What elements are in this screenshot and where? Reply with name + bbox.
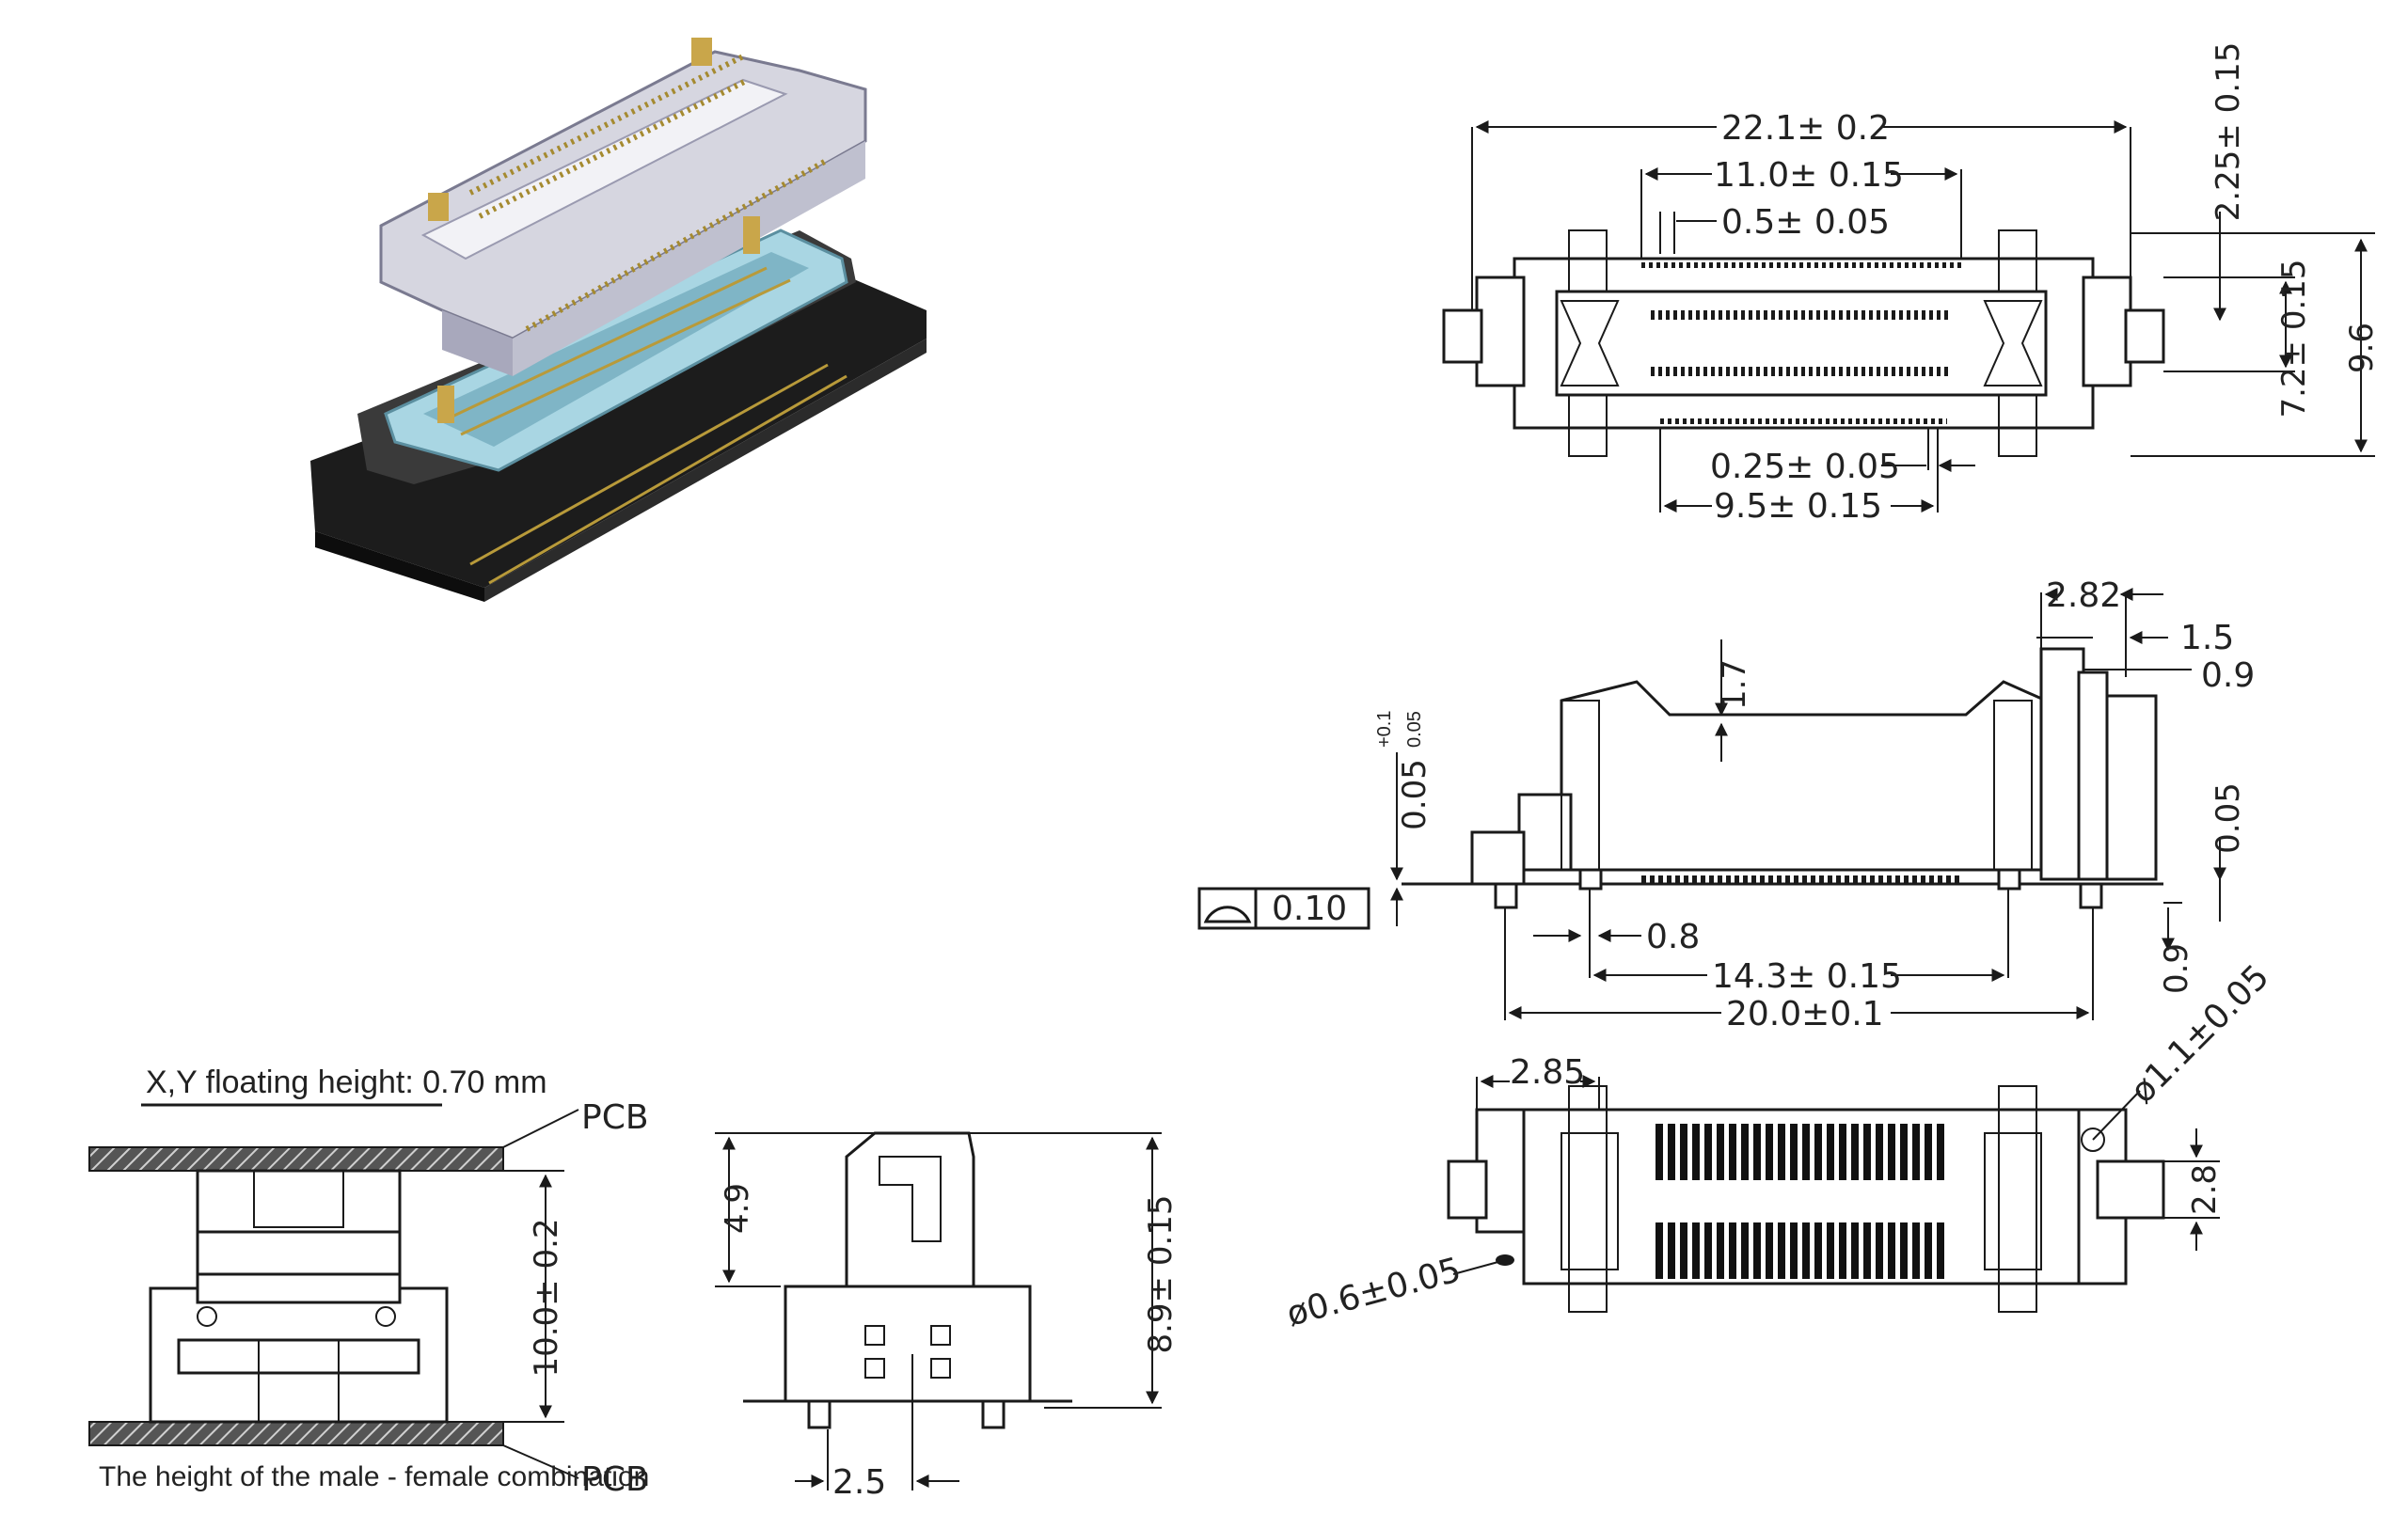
side-section-peg-right <box>981 1399 1006 1429</box>
dim-side-height: 8.9± 0.15 <box>1142 1194 1180 1353</box>
bottom-right-post <box>1998 1085 2037 1313</box>
stack-mating-zone <box>196 1272 402 1304</box>
label-pcb-bottom: PCB <box>581 1460 649 1499</box>
female-holddown-left <box>437 386 454 423</box>
stack-male-upper <box>196 1169 402 1234</box>
pcb-bottom-board <box>88 1421 504 1446</box>
side-section-slot-2 <box>930 1325 951 1346</box>
side-section-slot-1 <box>864 1325 885 1346</box>
side-section-slot-3 <box>864 1358 885 1379</box>
bottom-right-tab <box>2096 1159 2165 1220</box>
dim-post-width: 0.9 <box>2201 656 2255 695</box>
dim-stack-height: 10.0± 0.2 <box>528 1218 565 1377</box>
dim-overall-length: 22.1± 0.2 <box>1721 109 1890 148</box>
side-section-peg-left <box>807 1399 832 1429</box>
dim-overall-width: 9.6 <box>2343 323 2381 373</box>
female-housing-side <box>315 531 484 602</box>
side-peg-2 <box>1578 868 1603 891</box>
dim-peg-height: 0.9 <box>2158 943 2195 994</box>
female-housing <box>310 268 927 588</box>
side-section-body <box>784 1285 1032 1403</box>
stack-section: X,Y floating height: 0.70 mm PCB PCB 10.… <box>88 1065 649 1499</box>
dim-coplanarity-sub: 0.05 <box>1404 711 1425 748</box>
male-holddown-right <box>691 38 712 66</box>
top-view: 22.1± 0.2 11.0± 0.15 0.5± 0.05 0.25± 0. <box>1442 42 2381 526</box>
side-peg-4 <box>2079 882 2103 909</box>
dim-flatness-tolerance: 0.10 <box>1272 890 1347 928</box>
dim-housing-length: 20.0±0.1 <box>1726 995 1884 1033</box>
side-left-shoulder <box>1517 793 1573 872</box>
dim-side-pitch: 2.5 <box>832 1463 886 1502</box>
dim-post-offset: 2.82 <box>2046 576 2121 615</box>
side-peg-3 <box>1997 868 2021 891</box>
top-mating-slot <box>1555 290 2048 397</box>
top-right-latch <box>2082 276 2132 387</box>
dim-contact-span: 9.5± 0.15 <box>1714 487 1882 526</box>
stack-male-middle <box>196 1230 402 1276</box>
stack-male-core <box>253 1170 344 1228</box>
side-section: 4.9 8.9± 0.15 2.5 <box>715 1131 1180 1502</box>
top-left-guide <box>1560 300 1620 386</box>
male-housing-top <box>420 78 788 260</box>
label-pcb-top: PCB <box>581 1098 649 1137</box>
bottom-left-pad <box>1560 1132 1619 1270</box>
dim-coplanarity-sup: +0.1 <box>1374 711 1395 748</box>
dim-post-step: 1.5 <box>2180 619 2234 657</box>
dim-top-height: 2.25± 0.15 <box>2210 42 2247 222</box>
note-floating-height: X,Y floating height: 0.70 mm <box>146 1065 547 1100</box>
flatness-frame <box>1197 887 1370 930</box>
female-holddown-right <box>743 216 760 254</box>
side-peg-1 <box>1494 882 1518 909</box>
top-right-guide <box>1983 300 2043 386</box>
female-housing-front <box>484 339 927 602</box>
note-combination-height: The height of the male - female combinat… <box>99 1461 649 1492</box>
bottom-hole-large-icon <box>2081 1128 2105 1152</box>
side-housing-top <box>1560 680 2048 872</box>
dim-contact-width: 0.25± 0.05 <box>1710 448 1900 486</box>
stack-female-floor <box>177 1338 420 1375</box>
dim-hole-large: ø1.1±0.05 <box>2123 957 2276 1111</box>
dim-inner-width: 7.2± 0.15 <box>2275 259 2313 418</box>
stack-right-latch-icon <box>375 1306 396 1327</box>
side-view: 2.82 1.5 0.9 1.7 0.05 +0.1 0.05 <box>1197 576 2255 1033</box>
dim-peg-width: 0.8 <box>1646 918 1700 956</box>
bottom-left-post <box>1568 1085 1608 1313</box>
dim-hole-small: ø0.6±0.05 <box>1283 1251 1465 1334</box>
stack-left-latch-icon <box>197 1306 217 1327</box>
bottom-left-tab <box>1447 1159 1488 1220</box>
side-left-foot <box>1470 830 1526 886</box>
connector-3d-render <box>310 38 927 602</box>
male-contacts <box>468 54 830 332</box>
dim-peg-span: 14.3± 0.15 <box>1712 957 1902 996</box>
top-left-latch <box>1475 276 1526 387</box>
dim-pitch: 0.5± 0.05 <box>1721 203 1890 242</box>
female-insulator-cavity <box>423 252 809 447</box>
stack-female-core <box>258 1339 340 1423</box>
dim-mating-length: 11.0± 0.15 <box>1714 156 1904 195</box>
side-right-post <box>2039 647 2085 881</box>
bottom-housing <box>1522 1108 2081 1285</box>
top-right-tab <box>2124 308 2165 364</box>
female-contacts <box>441 266 848 585</box>
side-section-slot-4 <box>930 1358 951 1379</box>
male-holddown-left <box>428 193 449 221</box>
side-right-wall <box>2105 694 2158 881</box>
male-housing-side <box>442 310 513 376</box>
dim-guide-depth: 1.7 <box>1716 659 1753 710</box>
side-right-post-inner <box>2077 670 2109 881</box>
flatness-symbol-icon <box>1203 906 1252 923</box>
bottom-right-pad <box>1984 1132 2042 1270</box>
dim-side-offset: 4.9 <box>719 1183 756 1234</box>
dim-flatness-right: 0.05 <box>2210 782 2247 854</box>
dim-tab-width: 2.8 <box>2186 1164 2224 1215</box>
top-left-tab <box>1442 308 1483 364</box>
side-section-notch <box>879 1156 942 1242</box>
pcb-top-board <box>88 1146 504 1172</box>
male-housing-front <box>513 141 865 376</box>
dim-coplanarity-left: 0.05 <box>1396 759 1434 830</box>
